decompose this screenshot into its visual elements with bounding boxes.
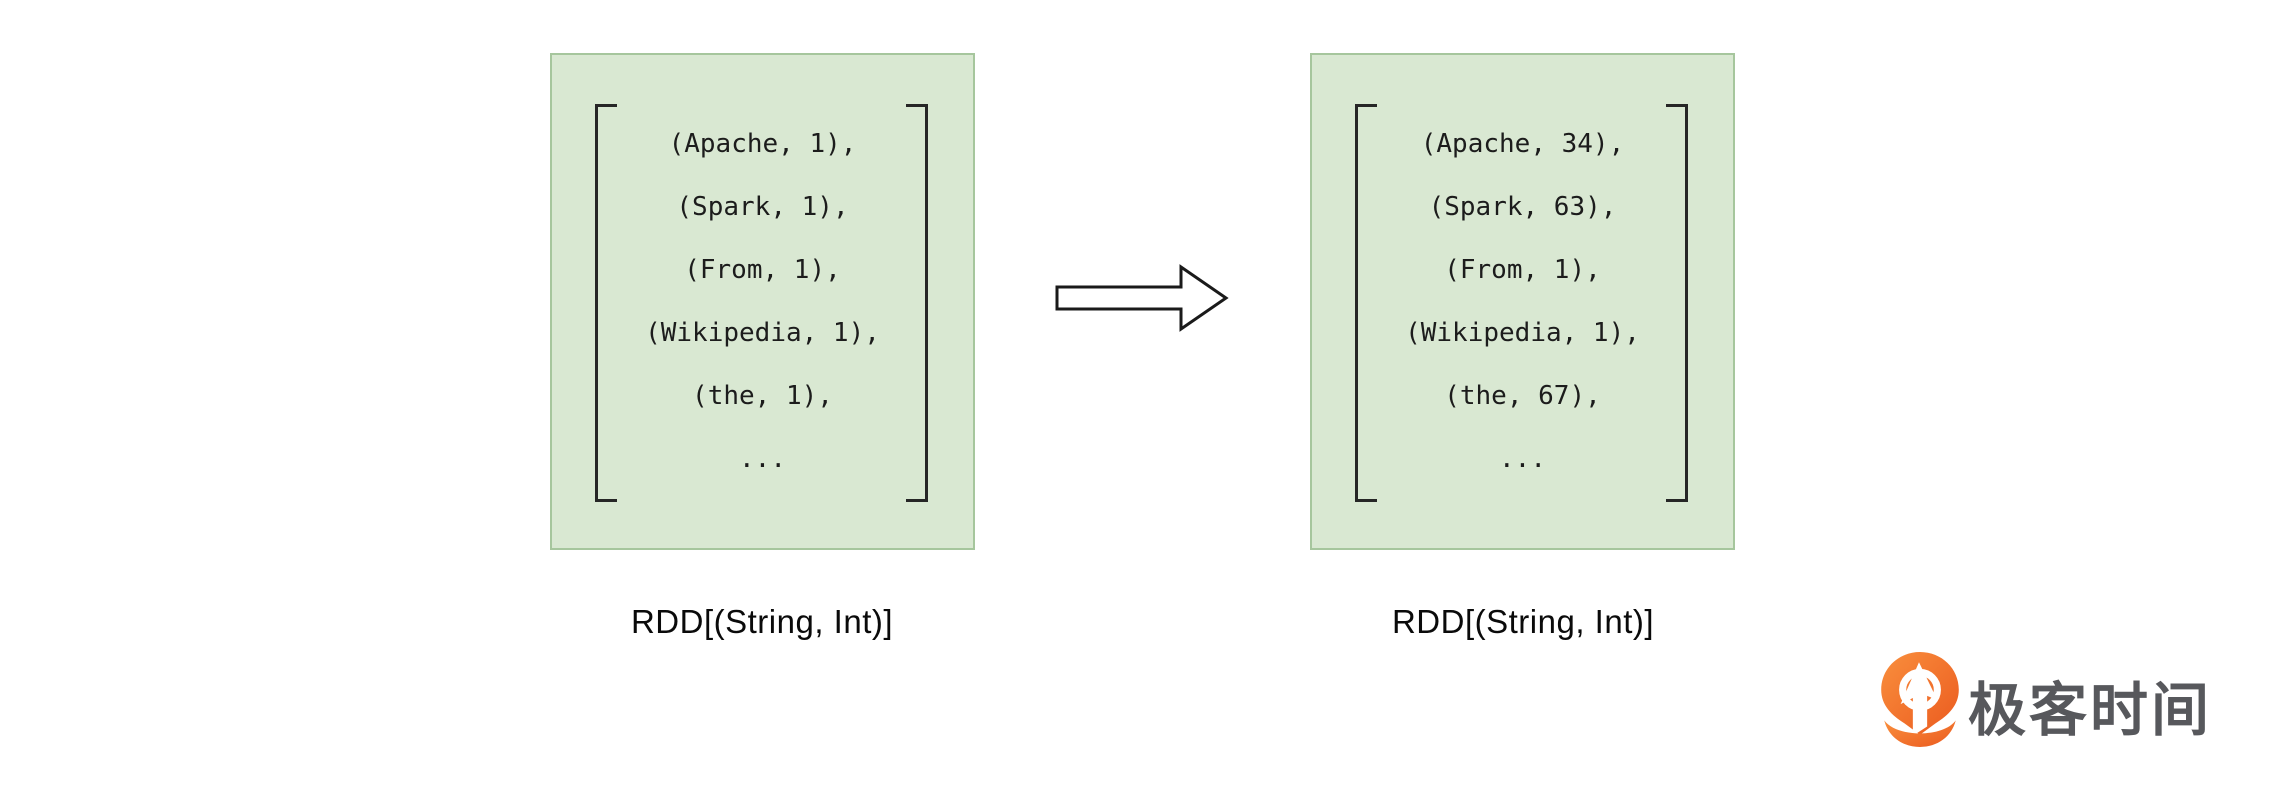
tuple-row: (From, 1), — [684, 255, 841, 285]
tuple-row: (Wikipedia, 1), — [645, 318, 880, 348]
geektime-logo-text: 极客时间 — [1968, 677, 2213, 743]
matrix-open-bracket — [1355, 104, 1377, 502]
ellipsis-row: ... — [739, 444, 786, 474]
tuple-list-left: (Apache, 1), (Spark, 1), (From, 1), (Wik… — [618, 55, 907, 548]
tuple-row: (From, 1), — [1444, 255, 1601, 285]
geektime-logo: 极客时间 — [1878, 651, 2212, 748]
matrix-close-bracket — [906, 104, 928, 502]
rdd-box-right: (Apache, 34), (Spark, 63), (From, 1), (W… — [1310, 53, 1735, 550]
rdd-type-label-left: RDD[(String, Int)] — [630, 603, 894, 640]
ellipsis-row: ... — [1499, 444, 1546, 474]
tuple-list-right: (Apache, 34), (Spark, 63), (From, 1), (W… — [1378, 55, 1667, 548]
matrix-open-bracket — [595, 104, 617, 502]
right-arrow-icon — [1055, 263, 1230, 333]
rdd-box-left: (Apache, 1), (Spark, 1), (From, 1), (Wik… — [550, 53, 975, 550]
geektime-logo-icon — [1881, 652, 1959, 747]
tuple-row: (Apache, 34), — [1420, 129, 1625, 159]
tuple-row: (the, 1), — [692, 381, 833, 411]
tuple-row: (Wikipedia, 1), — [1405, 318, 1640, 348]
tuple-row: (Apache, 1), — [668, 129, 857, 159]
matrix-close-bracket — [1666, 104, 1688, 502]
rdd-type-label-right: RDD[(String, Int)] — [1391, 603, 1655, 640]
tuple-row: (Spark, 1), — [676, 192, 849, 222]
tuple-row: (the, 67), — [1444, 381, 1601, 411]
tuple-row: (Spark, 63), — [1428, 192, 1617, 222]
